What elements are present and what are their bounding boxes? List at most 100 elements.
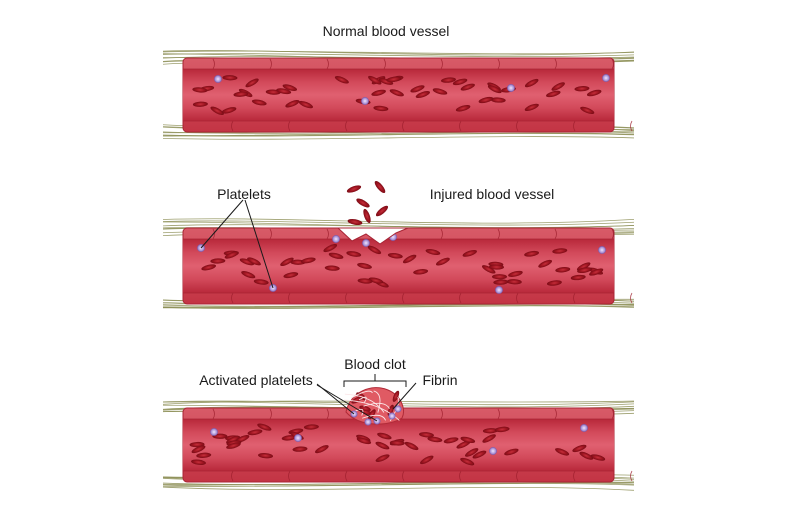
endothelial-cell-border — [231, 292, 234, 304]
endothelial-cell-border — [288, 120, 291, 132]
activated-platelets-pointer-2 — [316, 384, 378, 422]
red-blood-cell — [460, 436, 476, 443]
red-blood-cell — [555, 267, 571, 273]
red-blood-cell — [524, 103, 539, 111]
escaping-red-blood-cell — [363, 208, 371, 224]
red-blood-cell — [375, 441, 390, 450]
endothelial-cell-border — [611, 408, 614, 420]
endothelial-cell-border — [402, 292, 405, 304]
red-blood-cell — [192, 87, 208, 93]
platelet — [580, 424, 588, 432]
red-blood-cell — [580, 106, 595, 115]
endothelial-cell-border — [345, 120, 348, 132]
red-blood-cells — [189, 423, 606, 466]
red-blood-cell — [489, 264, 504, 270]
label-blood-clot: Blood clot — [344, 356, 406, 372]
fiber-top — [162, 218, 635, 224]
fibrin-strand — [354, 408, 364, 416]
red-blood-cell — [328, 252, 344, 259]
red-blood-cell — [415, 91, 430, 99]
platelet — [598, 246, 606, 254]
endothelial-cell-border — [459, 292, 462, 304]
red-blood-cell — [462, 250, 477, 257]
red-blood-cell — [492, 274, 508, 280]
red-blood-cell — [574, 86, 590, 92]
red-blood-cell — [482, 434, 496, 443]
red-blood-cell — [221, 107, 237, 114]
red-blood-cell — [572, 444, 587, 453]
endothelial-cell-border — [269, 58, 272, 70]
red-blood-cell — [292, 446, 308, 452]
platelet — [361, 97, 369, 105]
endothelial-cell-border — [402, 120, 405, 132]
red-blood-cell — [493, 279, 509, 285]
red-blood-cell — [386, 76, 402, 83]
red-blood-cell — [241, 271, 256, 279]
red-blood-cell — [233, 91, 249, 97]
red-blood-cell — [191, 459, 206, 465]
platelets — [214, 74, 610, 105]
red-blood-cell — [368, 75, 382, 85]
blood-clot-bracket — [343, 380, 407, 387]
endothelial-cell-border — [402, 470, 405, 482]
red-blood-cell — [357, 278, 373, 284]
red-blood-cell — [356, 437, 372, 445]
red-blood-cell — [490, 97, 506, 103]
injured-blood-vessel — [162, 218, 635, 309]
red-blood-cell — [460, 83, 475, 91]
endothelial-cell-border — [212, 408, 215, 420]
fiber-bottom — [162, 133, 635, 137]
red-blood-cell — [506, 279, 522, 285]
red-blood-cell — [504, 448, 519, 456]
endothelial-cell-border — [326, 228, 329, 240]
red-blood-cell — [524, 78, 539, 88]
escaping-red-blood-cell — [374, 180, 386, 194]
escaping-red-blood-cells — [346, 180, 389, 226]
red-blood-cell — [280, 257, 294, 267]
blood-clot-mass — [344, 387, 404, 426]
platelet — [495, 286, 503, 294]
red-blood-cell — [377, 432, 392, 440]
fiber-top — [162, 50, 635, 56]
platelet — [489, 447, 497, 455]
red-blood-cell — [460, 457, 475, 466]
red-blood-cell — [191, 445, 206, 454]
endothelial-cell-border — [611, 228, 614, 240]
red-blood-cell — [298, 100, 313, 109]
red-blood-cell — [378, 78, 394, 85]
endothelial-cell-border — [516, 470, 519, 482]
endothelial-cell-border — [288, 470, 291, 482]
endothelial-cell-border — [459, 120, 462, 132]
red-blood-cell — [247, 429, 263, 436]
red-blood-cell — [546, 90, 561, 98]
red-blood-cell — [443, 437, 459, 444]
red-blood-cell — [551, 82, 565, 91]
endothelial-cells — [212, 58, 633, 132]
endothelial-cell-border — [554, 228, 557, 240]
endothelial-cell-border — [554, 58, 557, 70]
red-blood-cell — [192, 101, 208, 107]
red-blood-cell — [579, 451, 594, 460]
escaping-red-blood-cell — [347, 218, 363, 226]
endothelial-cells — [212, 408, 633, 482]
red-blood-cell — [373, 105, 389, 112]
endothelial-cell-border — [212, 58, 215, 70]
endothelial-cell-border — [326, 408, 329, 420]
endothelial-cells — [212, 228, 633, 304]
red-blood-cell — [283, 272, 299, 279]
platelet — [507, 84, 515, 92]
red-blood-cell — [538, 259, 553, 268]
endothelial-cell-border — [497, 228, 500, 240]
red-blood-cell — [465, 448, 479, 457]
red-blood-cell — [482, 265, 496, 274]
endothelial-cell-border — [231, 470, 234, 482]
trapped-red-blood-cell — [351, 396, 363, 404]
red-blood-cell — [258, 453, 274, 459]
red-blood-cell — [281, 435, 297, 441]
red-blood-cell — [487, 85, 502, 94]
red-blood-cell — [300, 257, 316, 264]
endothelial-cell-border — [630, 292, 633, 304]
endothelial-cell-border — [440, 408, 443, 420]
red-blood-cell — [334, 76, 349, 84]
